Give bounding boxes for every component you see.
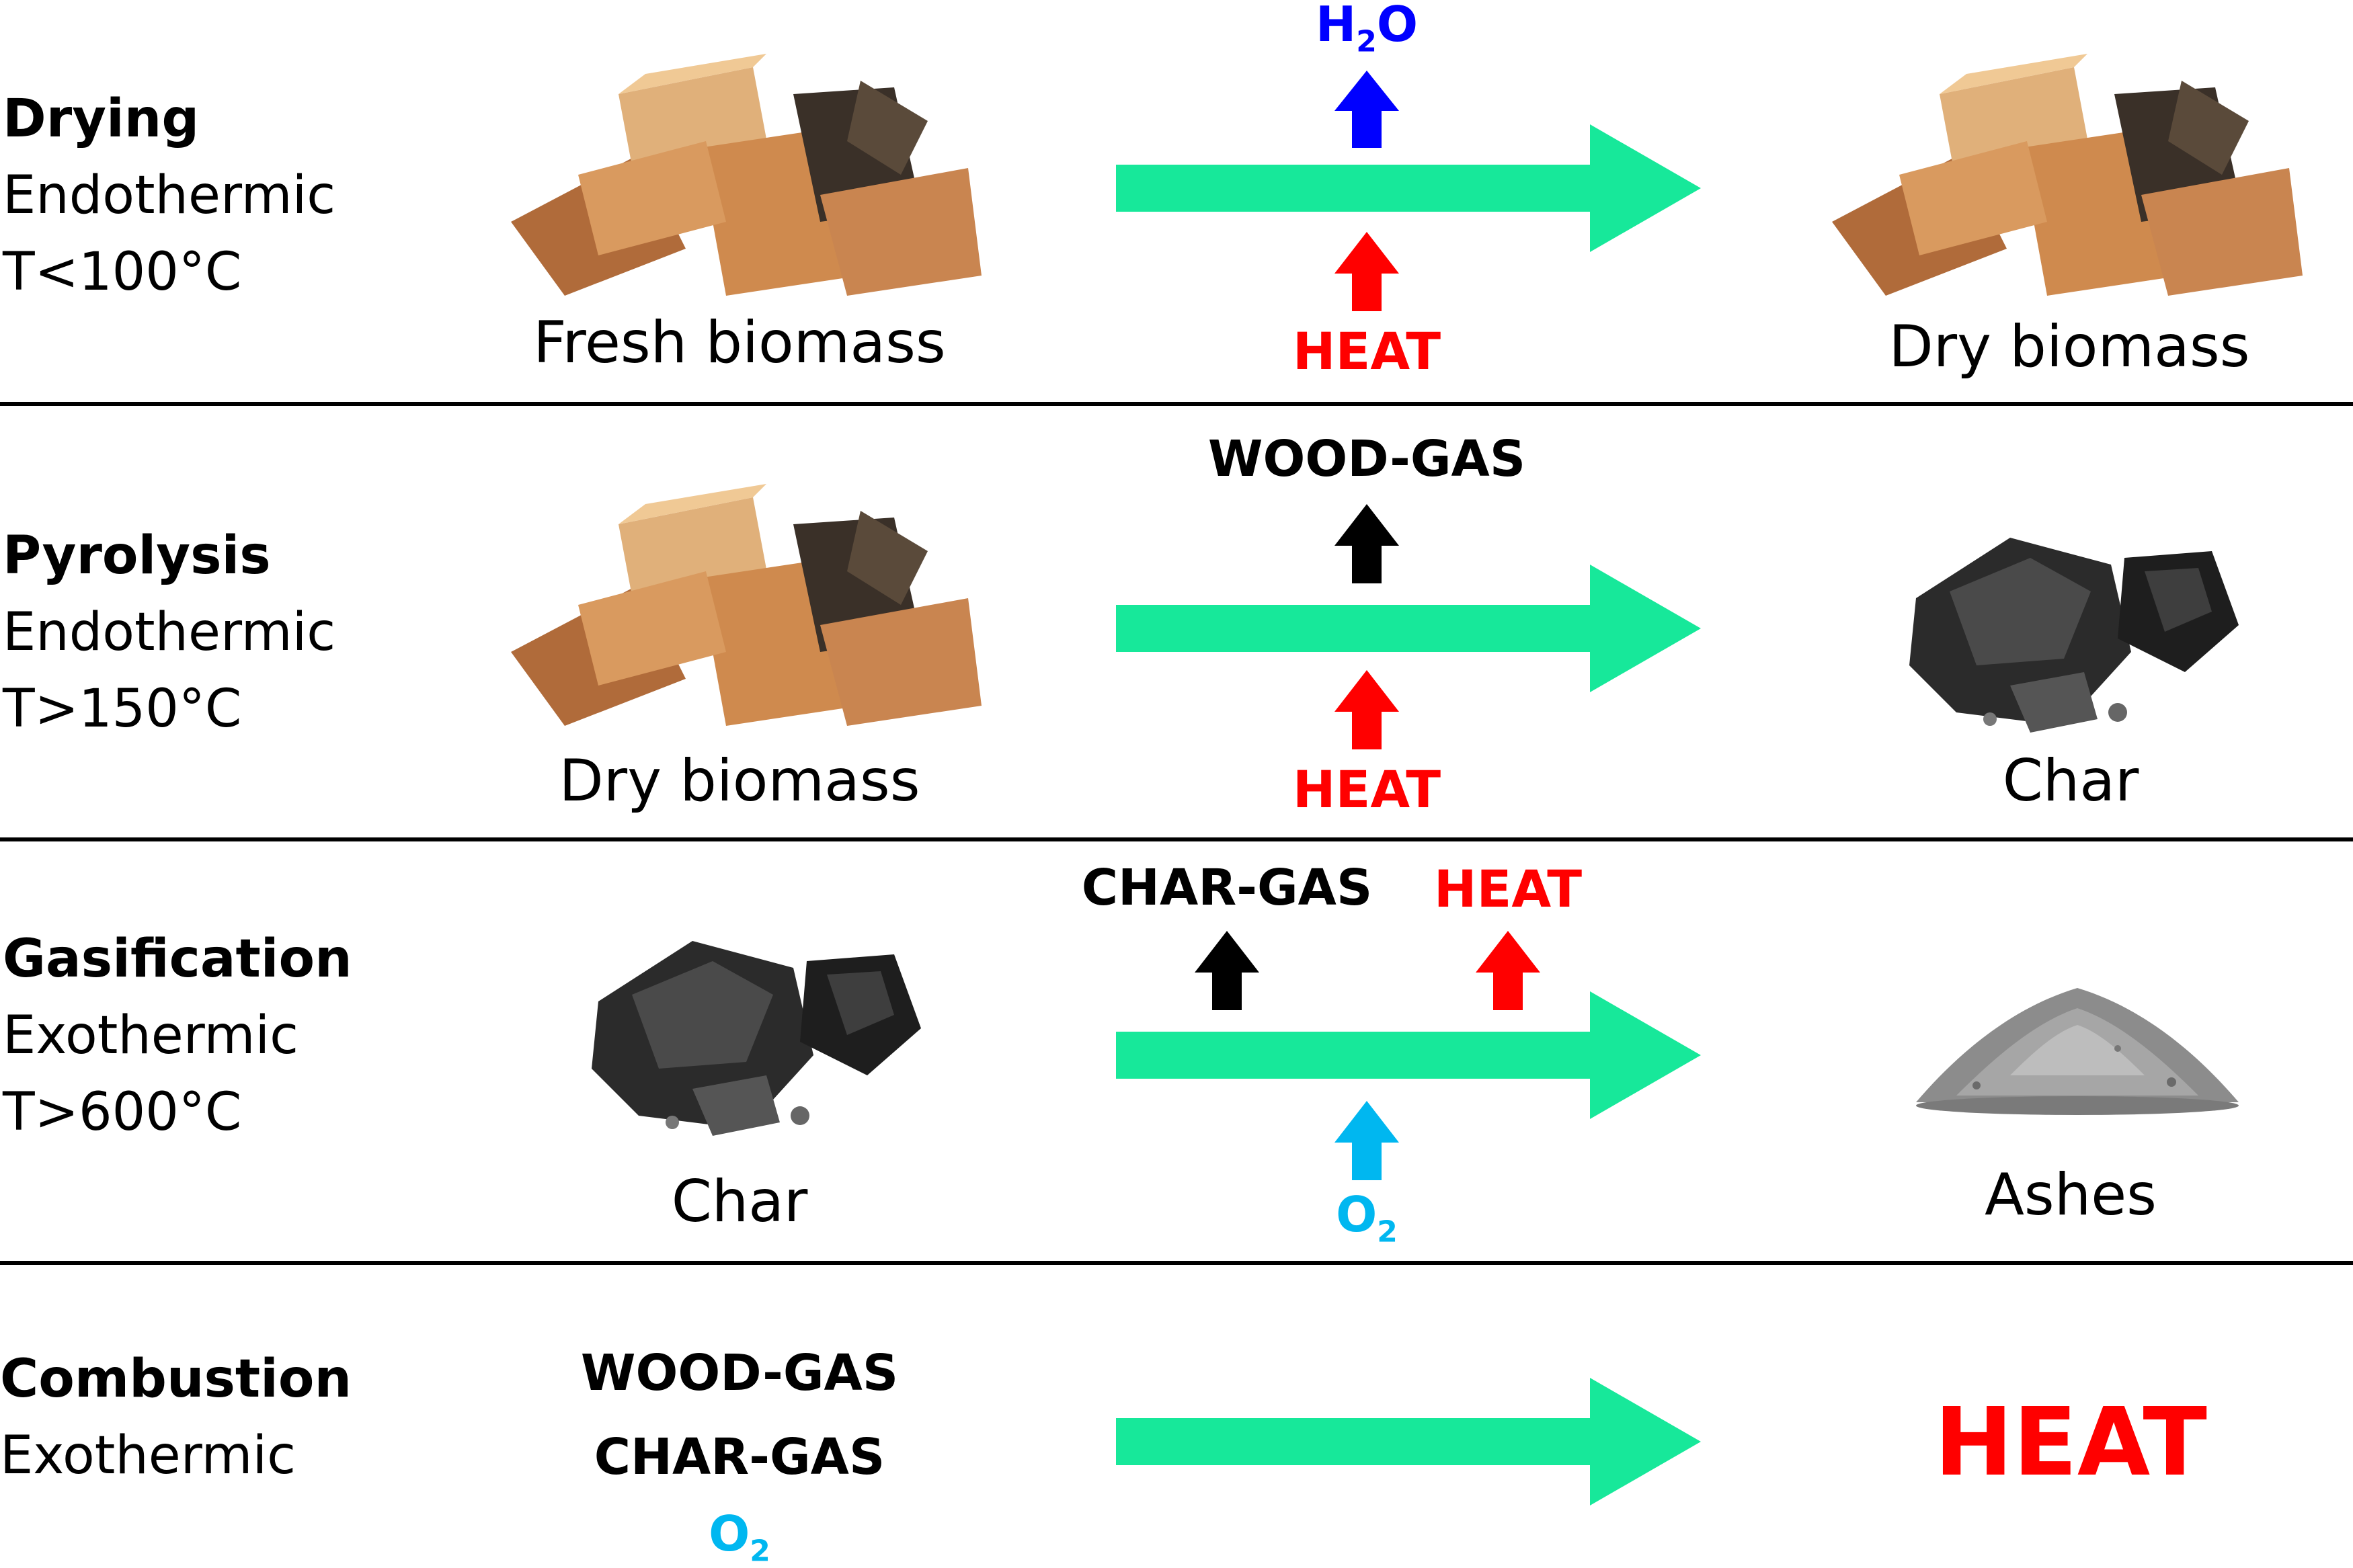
wood-logs-icon (511, 54, 982, 296)
process-arrow-icon (1116, 124, 1701, 252)
heat-in-arrow-icon (1334, 232, 1399, 311)
row-divider (0, 837, 2353, 841)
charcoal-icon (592, 941, 921, 1136)
gas-out-arrow-icon (1334, 504, 1399, 583)
wood-logs-icon (511, 484, 982, 726)
row-divider (0, 1261, 2353, 1265)
stage-temperature: T<100°C (3, 242, 242, 302)
charcoal-icon (1909, 538, 2239, 733)
heat-label: HEAT (1292, 321, 1441, 381)
wood-logs-icon (1832, 54, 2303, 296)
output-caption: Dry biomass (1888, 313, 2250, 380)
stage-name: Drying (3, 89, 200, 149)
ash-pile-icon (1916, 988, 2239, 1115)
char-gas-label: CHAR-GAS (1081, 859, 1373, 917)
heat-in-arrow-icon (1334, 670, 1399, 749)
stage-name: Gasification (3, 929, 352, 989)
input-caption: Char (671, 1168, 808, 1235)
stage-type: Exothermic (3, 1005, 299, 1066)
input-caption: Fresh biomass (533, 309, 946, 376)
stage-type: Exothermic (0, 1426, 296, 1486)
output-caption: Char (2002, 747, 2139, 815)
oxygen-label: O2 (1336, 1186, 1398, 1249)
input-caption: Dry biomass (559, 747, 920, 815)
stage-label-combustion: Combustion Exothermic (0, 1341, 352, 1494)
stage-label-pyrolysis: Pyrolysis Endothermic T>150°C (3, 518, 335, 747)
process-arrow-icon (1116, 991, 1701, 1119)
output-caption: Ashes (1985, 1161, 2157, 1229)
gas-out-arrow-icon (1195, 931, 1259, 1010)
oxygen-in-arrow-icon (1334, 1101, 1399, 1180)
stage-name: Pyrolysis (3, 526, 271, 586)
stage-name: Combustion (0, 1349, 352, 1409)
heat-label: HEAT (1292, 759, 1441, 819)
process-arrow-icon (1116, 1378, 1701, 1505)
process-arrow-icon (1116, 565, 1701, 692)
oxygen-label: O2 (709, 1505, 770, 1568)
heat-label: HEAT (1433, 859, 1583, 919)
stage-label-drying: Drying Endothermic T<100°C (3, 81, 335, 311)
stage-temperature: T>150°C (3, 679, 242, 739)
stage-type: Endothermic (3, 602, 336, 663)
water-out-arrow-icon (1334, 71, 1399, 148)
stage-temperature: T>600°C (3, 1082, 242, 1143)
heat-out-arrow-icon (1476, 931, 1540, 1010)
wood-gas-label: WOOD-GAS (580, 1344, 899, 1402)
row-divider (0, 402, 2353, 406)
heat-output-label: HEAT (1934, 1388, 2207, 1497)
water-label: H2O (1315, 0, 1419, 59)
stage-type: Endothermic (3, 165, 336, 226)
stage-label-gasification: Gasification Exothermic T>600°C (3, 921, 352, 1151)
char-gas-label: CHAR-GAS (594, 1428, 885, 1486)
wood-gas-label: WOOD-GAS (1207, 430, 1526, 488)
